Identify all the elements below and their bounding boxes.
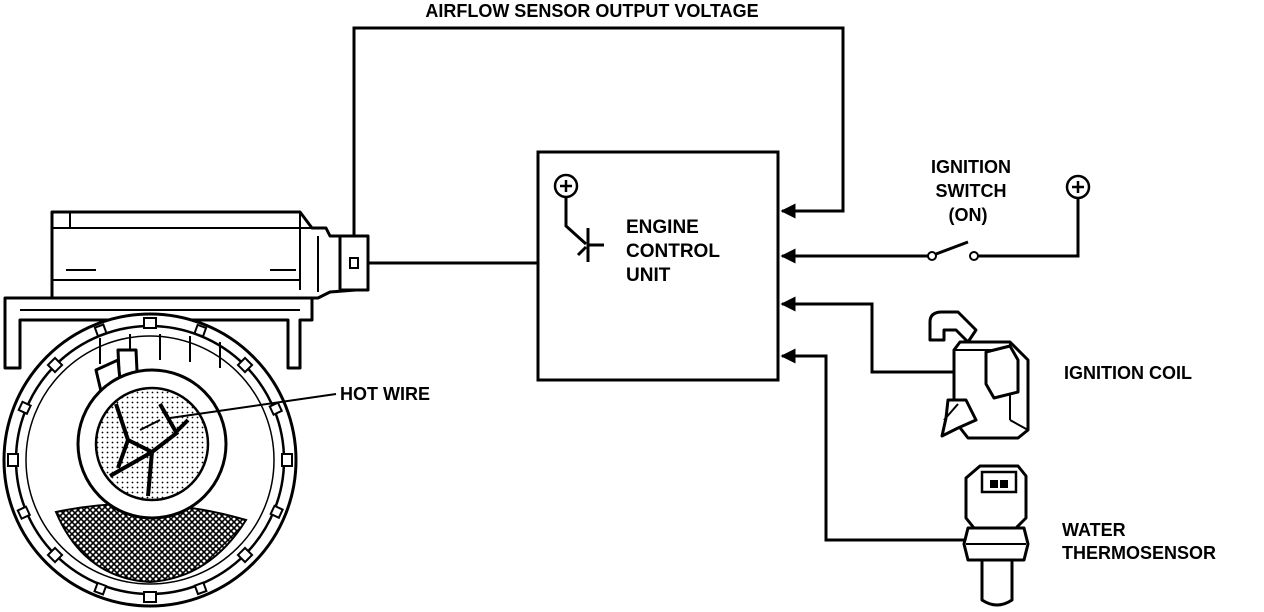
switch-contact-icon[interactable] bbox=[927, 240, 979, 261]
ecu-supply-plus-icon bbox=[560, 180, 572, 192]
ignition-switch-label-line3: (ON) bbox=[949, 205, 988, 225]
ignition-switch-label-line2: SWITCH bbox=[936, 181, 1007, 201]
ignition-coil-wire bbox=[780, 296, 954, 374]
ignition-coil-icon bbox=[928, 310, 1030, 440]
water-sensor-wire bbox=[780, 348, 964, 542]
water-thermosensor-label-line1: WATER bbox=[1062, 520, 1126, 540]
ignition-coil-label: IGNITION COIL bbox=[1064, 363, 1192, 383]
ecu-label-line3: UNIT bbox=[626, 265, 671, 286]
engine-control-unit-box bbox=[536, 150, 780, 382]
ecu-label-line1: ENGINE bbox=[626, 217, 699, 238]
airflow-output-label: AIRFLOW SENSOR OUTPUT VOLTAGE bbox=[425, 1, 758, 21]
water-thermosensor-label-line2: THERMOSENSOR bbox=[1062, 543, 1216, 563]
hot-wire-airflow-meter-icon bbox=[2, 210, 370, 608]
water-thermosensor-icon bbox=[962, 464, 1030, 607]
hot-wire-label: HOT WIRE bbox=[340, 384, 430, 404]
battery-wire bbox=[974, 198, 1080, 258]
airflow-output-wire bbox=[352, 26, 845, 236]
ignition-switch-label-line1: IGNITION bbox=[931, 157, 1011, 177]
ecu-label-line2: CONTROL bbox=[626, 241, 720, 262]
battery-positive-plus-icon bbox=[1072, 181, 1084, 193]
transistor-icon bbox=[564, 197, 604, 262]
hot-wire-leader bbox=[169, 393, 337, 419]
